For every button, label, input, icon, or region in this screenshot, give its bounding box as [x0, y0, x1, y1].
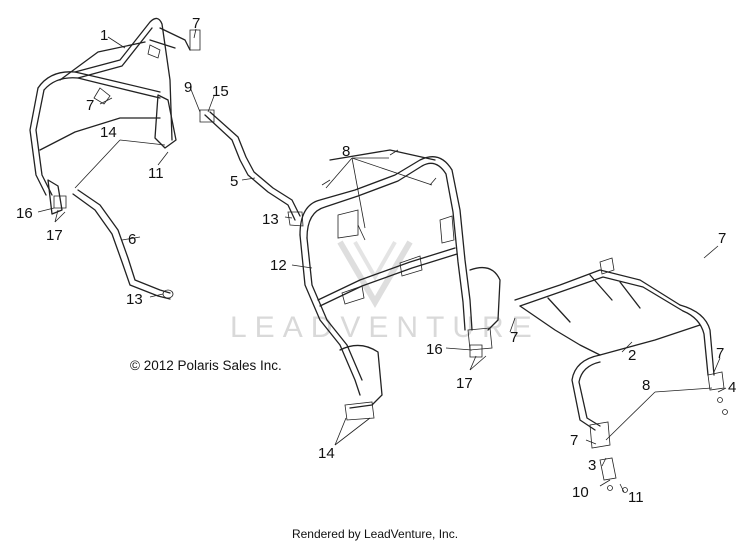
callout-13: 13 — [126, 291, 143, 308]
callout-7: 7 — [192, 15, 200, 32]
callout-8: 8 — [342, 143, 350, 160]
callout-16: 16 — [16, 205, 33, 222]
watermark-text: LEADVENTURE — [230, 311, 540, 344]
copyright-text: © 2012 Polaris Sales Inc. — [130, 358, 282, 373]
callouts: 1 7 7 9 15 14 11 5 16 17 13 6 13 8 12 14… — [16, 15, 736, 506]
part-12-center-cage — [299, 149, 501, 421]
callout-16: 16 — [426, 341, 443, 358]
callout-6: 6 — [128, 231, 136, 248]
part-2-rear-cage — [514, 257, 725, 449]
callout-17: 17 — [456, 375, 473, 392]
callout-14: 14 — [100, 124, 117, 141]
callout-9: 9 — [184, 79, 192, 96]
rendered-by-footer: Rendered by LeadVenture, Inc. — [291, 527, 459, 541]
callout-7: 7 — [510, 329, 518, 346]
callout-17: 17 — [46, 227, 63, 244]
callout-7: 7 — [570, 432, 578, 449]
callout-5: 5 — [230, 173, 238, 190]
callout-7: 7 — [86, 97, 94, 114]
callout-8: 8 — [642, 377, 650, 394]
callout-14: 14 — [318, 445, 335, 462]
callout-11: 11 — [148, 165, 164, 182]
hardware-fasteners — [53, 29, 728, 493]
callout-1: 1 — [100, 27, 108, 44]
part-1-front-cage — [29, 17, 191, 215]
watermark-logo-icon — [330, 232, 420, 317]
callout-7: 7 — [716, 345, 724, 362]
callout-12: 12 — [270, 257, 287, 274]
callout-2: 2 — [628, 347, 636, 364]
callout-15: 15 — [212, 83, 229, 100]
part-5-brace — [204, 111, 304, 227]
callout-3: 3 — [588, 457, 596, 474]
leader-lines — [37, 28, 727, 493]
callout-11: 11 — [628, 489, 644, 506]
callout-4: 4 — [728, 379, 736, 396]
part-6-brace — [72, 189, 174, 300]
callout-7: 7 — [718, 230, 726, 247]
callout-13: 13 — [262, 211, 279, 228]
callout-10: 10 — [572, 484, 589, 501]
